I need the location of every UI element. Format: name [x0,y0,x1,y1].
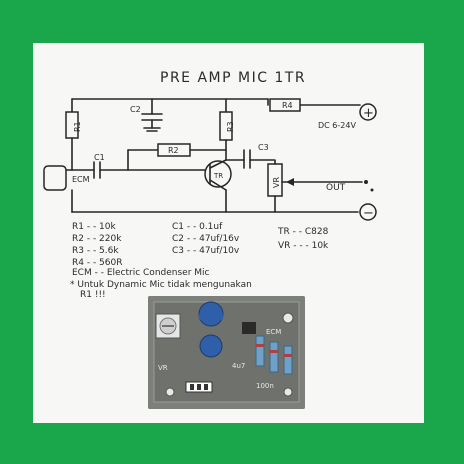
label-ecm: ECM [72,175,90,184]
pad-ecm-photo [282,312,294,324]
capacitor-c3-photo [199,334,223,358]
transistor-collector [209,159,227,169]
note-dynamic-2: R1 !!! [80,290,106,300]
ecm-mic-icon [43,165,67,191]
silk-100n: 100n [256,382,274,390]
part-c2: C2 - - 47uf/16v [172,234,240,244]
note-dynamic-1: * Untuk Dynamic Mic tidak mengunakan [70,280,252,290]
label-r4: R4 [282,101,293,110]
pcb-photo: ECM 4u7 100n VR [148,296,305,409]
supply-label: DC 6-24V [318,121,356,130]
label-vr: VR [272,177,281,188]
label-r3: R3 [226,121,235,132]
minus-symbol: − [363,206,374,221]
part-c3: C3 - - 47uf/10v [172,246,240,256]
out-terminal-dot [364,180,368,184]
transistor-emitter [209,179,227,191]
part-r1: R1 - - 10k [72,222,117,232]
part-r3: R3 - - 5.6k [72,246,119,256]
plus-terminal-icon [359,103,377,121]
pcb-illustration: ECM 4u7 100n VR [148,296,305,409]
label-c2: C2 [130,105,141,114]
label-out: OUT [326,183,346,193]
part-tr: TR - - C828 [277,227,329,237]
part-vr: VR - - - 10k [278,241,329,251]
resistor-photo-2 [269,341,279,373]
silk-vr: VR [158,364,168,372]
minus-terminal-icon [359,203,377,221]
label-r2: R2 [168,146,179,155]
part-c1: C1 - - 0.1uf [172,222,223,232]
plus-symbol: + [363,106,374,121]
silk-ecm: ECM [266,328,281,336]
out-terminal-dot-2 [370,188,374,192]
part-r2: R2 - - 220k [72,234,122,244]
label-r1: R1 [73,121,82,132]
wiper-arrow-icon [286,178,294,186]
note-ecm: ECM - - Electric Condenser Mic [72,268,210,278]
resistor-photo-3 [283,345,293,375]
label-c1: C1 [94,153,105,162]
resistor-r4 [269,98,301,112]
resistor-photo-1 [255,335,265,367]
schematic-title: PRE AMP MIC 1TR [160,70,306,86]
label-tr: TR [213,172,223,180]
parts-list: R1 - - 10k R2 - - 220k R3 - - 5.6k R4 - … [72,222,329,268]
label-c3: C3 [258,143,269,152]
transistor-photo [242,322,256,334]
part-r4: R4 - - 560R [72,258,123,268]
silk-cap: 4u7 [232,362,245,370]
